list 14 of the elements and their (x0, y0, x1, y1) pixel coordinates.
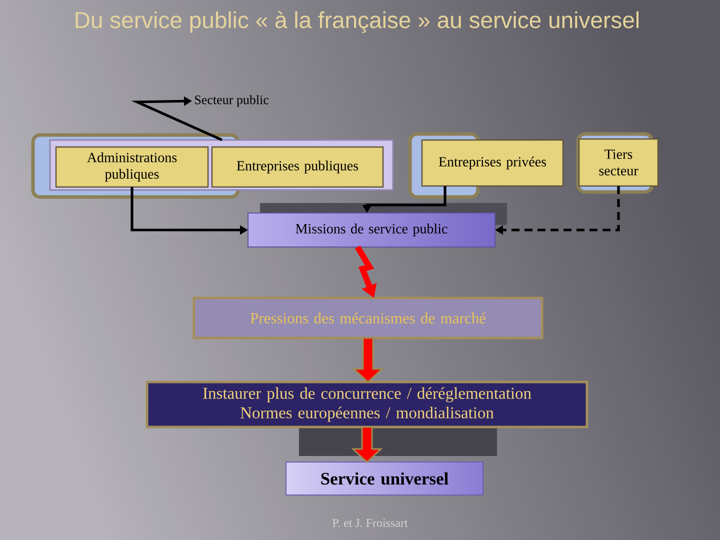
title: Du service public « à la française » au service universel (76, 11, 639, 33)
arrow (131, 96, 223, 142)
block-arrow (352, 337, 384, 384)
label-box: Administrations publiques (55, 146, 209, 188)
process-box: Instaurer plus de concurrence / déréglementation Normes européennes / mondialisation (146, 380, 588, 428)
block-arrow (351, 426, 383, 464)
process-box: Pressions des mécanismes de marché (192, 296, 544, 340)
process-box: Missions de service public (248, 212, 496, 248)
label-box: Entreprises privées (421, 139, 564, 187)
result-box: Service universel (286, 462, 484, 496)
text-label: Secteur public (195, 95, 269, 107)
label-box: Tiers secteur (578, 138, 659, 187)
credit-text: P. et J. Froissart (332, 518, 408, 528)
label-box: Entreprises publiques (211, 146, 384, 188)
